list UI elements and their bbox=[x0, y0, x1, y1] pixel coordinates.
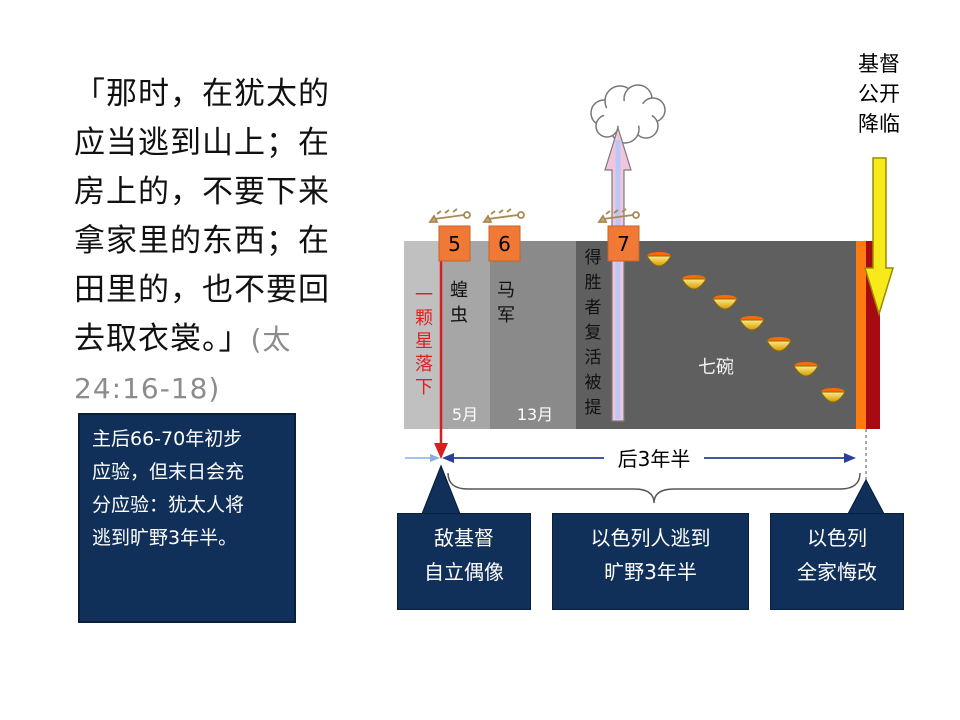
svg-text:被: 被 bbox=[585, 373, 602, 393]
svg-text:军: 军 bbox=[497, 305, 515, 326]
repent-pointer bbox=[847, 478, 885, 515]
trumpet-7-badge: 7 bbox=[607, 225, 640, 262]
svg-text:5: 5 bbox=[448, 232, 461, 256]
christ-return-label: 基督 公开 降临 bbox=[858, 52, 900, 136]
bowl-icon bbox=[739, 316, 765, 331]
quote-line: 拿家里的东西；在 bbox=[74, 223, 330, 259]
bowl-icon bbox=[646, 252, 672, 267]
svg-text:降临: 降临 bbox=[858, 112, 900, 136]
box-line: 旷野3年半 bbox=[604, 560, 697, 584]
bowl-icon bbox=[712, 295, 738, 310]
box-line: 敌基督 bbox=[434, 526, 494, 550]
fulfillment-note: 主后66-70年初步 应验，但末日会充 分应验：犹太人将 逃到旷野3年半。 bbox=[78, 413, 296, 623]
scripture-quote: 「那时，在犹太的 应当逃到山上；在 房上的，不要下来 拿家里的东西；在 田里的，… bbox=[74, 70, 344, 413]
seven-bowls-label: 七碗 bbox=[698, 357, 734, 378]
star-fall-arrow bbox=[434, 248, 448, 459]
star-fall-label: 一 颗 星 落 下 bbox=[415, 285, 433, 398]
rapture-label: 得 胜 者 复 活 被 提 bbox=[585, 248, 602, 418]
svg-text:马: 马 bbox=[497, 280, 515, 301]
svg-text:公开: 公开 bbox=[858, 82, 900, 106]
trumpet-icon bbox=[428, 208, 471, 223]
box-line: 自立偶像 bbox=[424, 560, 504, 584]
box-line: 全家悔改 bbox=[797, 560, 877, 584]
bowl-icon bbox=[793, 362, 819, 377]
svg-text:者: 者 bbox=[585, 298, 602, 318]
trumpet-icon bbox=[597, 208, 640, 223]
note-line: 主后66-70年初步 bbox=[92, 428, 243, 450]
antichrist-pointer bbox=[421, 464, 461, 515]
horse-army-label: 马 军 bbox=[497, 280, 515, 326]
svg-text:得: 得 bbox=[585, 248, 602, 268]
thirteen-months-label: 13月 bbox=[517, 405, 553, 424]
note-line: 应验，但末日会充 bbox=[92, 461, 245, 483]
quote-reference-start: (太 bbox=[250, 323, 292, 356]
trumpet-5-badge: 5 bbox=[438, 225, 471, 262]
svg-text:7: 7 bbox=[617, 232, 630, 256]
trumpet-6-badge: 6 bbox=[488, 225, 521, 262]
quote-line: 应当逃到山上；在 bbox=[74, 125, 330, 161]
box-line: 以色列人逃到 bbox=[590, 526, 711, 550]
quote-line: 去取衣裳。」(太 bbox=[74, 321, 292, 357]
svg-text:落: 落 bbox=[415, 354, 433, 375]
svg-text:提: 提 bbox=[585, 398, 602, 418]
svg-text:复: 复 bbox=[585, 323, 602, 343]
antichrist-idol-box: 敌基督 自立偶像 bbox=[397, 513, 531, 610]
three-and-half-years-arrow bbox=[442, 453, 856, 463]
svg-text:蝗: 蝗 bbox=[450, 280, 468, 301]
svg-text:星: 星 bbox=[415, 331, 433, 352]
five-months-label: 5月 bbox=[452, 405, 478, 424]
svg-text:胜: 胜 bbox=[585, 273, 602, 293]
locust-band bbox=[442, 241, 490, 429]
box-line: 以色列 bbox=[807, 526, 867, 550]
note-line: 分应验：犹太人将 bbox=[92, 494, 245, 516]
quote-line: 田里的，也不要回 bbox=[74, 272, 330, 308]
svg-text:一: 一 bbox=[415, 285, 433, 306]
christ-return-arrow bbox=[863, 157, 895, 317]
period-brace bbox=[447, 472, 861, 504]
israel-repent-box: 以色列 全家悔改 bbox=[770, 513, 904, 610]
svg-text:下: 下 bbox=[415, 377, 433, 398]
svg-text:活: 活 bbox=[585, 348, 602, 368]
quote-reference: 24:16-18) bbox=[74, 372, 221, 405]
start-pointer-arrow bbox=[405, 454, 440, 462]
bowl-icon bbox=[820, 388, 846, 403]
israel-flee-box: 以色列人逃到 旷野3年半 bbox=[552, 513, 749, 610]
svg-text:基督: 基督 bbox=[858, 52, 900, 76]
bowl-icon bbox=[681, 275, 707, 290]
three-and-half-years-label: 后3年半 bbox=[618, 447, 691, 471]
svg-text:6: 6 bbox=[498, 232, 511, 256]
orange-strip bbox=[856, 241, 866, 429]
quote-line: 「那时，在犹太的 bbox=[74, 76, 330, 112]
svg-text:颗: 颗 bbox=[415, 308, 433, 329]
horse-army-band bbox=[490, 241, 576, 429]
svg-text:虫: 虫 bbox=[450, 305, 468, 326]
rapture-arrow bbox=[604, 125, 632, 422]
cloud-icon bbox=[590, 84, 666, 144]
trumpet-icon bbox=[482, 208, 525, 223]
locust-label: 蝗 虫 bbox=[450, 280, 468, 326]
star-fall-band bbox=[404, 241, 442, 429]
note-line: 逃到旷野3年半。 bbox=[92, 527, 238, 549]
quote-line: 房上的，不要下来 bbox=[74, 174, 330, 210]
bowl-icon bbox=[766, 337, 792, 352]
